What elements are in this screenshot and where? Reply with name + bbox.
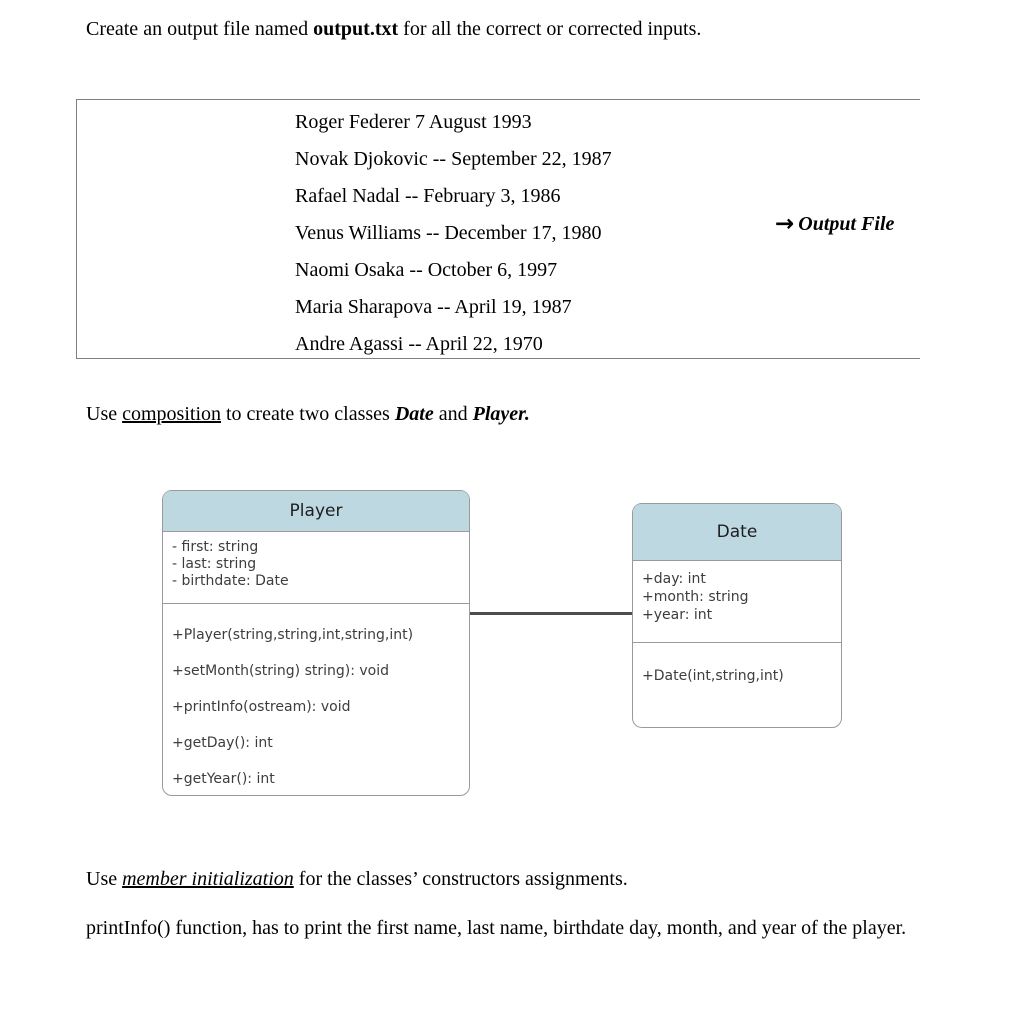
input-line: Novak Djokovic -- September 22, 1987: [295, 148, 612, 170]
input-line: Andre Agassi -- April 22, 1970: [295, 333, 543, 355]
player-class-title: Player: [163, 491, 469, 532]
output-filename: output.txt: [313, 18, 399, 40]
member-init-emphasis: member initialization: [122, 868, 294, 890]
uml-class-date: Date +day: int +month: string +year: int…: [632, 503, 842, 728]
intro-paragraph: Create an output file named output.txt f…: [86, 16, 701, 42]
composition-instruction: Use composition to create two classes Da…: [86, 401, 530, 427]
uml-attribute: - last: string: [172, 556, 257, 572]
uml-attribute: +day: int: [642, 571, 706, 587]
association-line: [469, 612, 633, 615]
uml-class-player: Player - first: string - last: string - …: [162, 490, 470, 796]
player-methods: +Player(string,string,int,string,int) +s…: [163, 604, 469, 797]
date-attributes: +day: int +month: string +year: int: [633, 561, 841, 643]
uml-method: +printInfo(ostream): void: [172, 699, 351, 715]
printinfo-paragraph: printInfo() function, has to print the f…: [86, 917, 907, 939]
uml-method: +getYear(): int: [172, 771, 275, 787]
intro-text-post: for all the correct or corrected inputs.: [398, 18, 702, 40]
class-name-date: Date: [394, 403, 434, 425]
arrow-right-icon: →: [775, 211, 795, 237]
output-file-annotation: →Output File: [775, 211, 894, 237]
composition-and: and: [433, 403, 473, 425]
input-line: Maria Sharapova -- April 19, 1987: [295, 296, 572, 318]
uml-method: +Date(int,string,int): [642, 668, 784, 684]
output-file-label: Output File: [798, 213, 895, 235]
uml-attribute: +month: string: [642, 589, 749, 605]
input-line: Naomi Osaka -- October 6, 1997: [295, 259, 558, 281]
member-init-instruction: Use member initialization for the classe…: [86, 866, 628, 892]
intro-text-pre: Create an output file named: [86, 18, 314, 40]
member-init-post: for the classes’ constructors assignment…: [293, 868, 628, 890]
uml-attribute: - first: string: [172, 539, 259, 555]
input-line: Venus Williams -- December 17, 1980: [295, 222, 602, 244]
uml-method: +setMonth(string) string): void: [172, 663, 390, 679]
uml-attribute: - birthdate: Date: [172, 573, 289, 589]
composition-underlined: composition: [122, 403, 221, 425]
uml-attribute: +year: int: [642, 607, 713, 623]
uml-method: +Player(string,string,int,string,int): [172, 627, 414, 643]
date-class-title: Date: [633, 504, 841, 561]
input-list-box: Roger Federer 7 August 1993 Novak Djokov…: [76, 99, 920, 359]
composition-mid: to create two classes: [221, 403, 395, 425]
input-lines: Roger Federer 7 August 1993 Novak Djokov…: [295, 104, 612, 363]
input-line: Rafael Nadal -- February 3, 1986: [295, 185, 561, 207]
input-line: Roger Federer 7 August 1993: [295, 111, 532, 133]
uml-method: +getDay(): int: [172, 735, 273, 751]
member-init-pre: Use: [86, 868, 123, 890]
player-attributes: - first: string - last: string - birthda…: [163, 532, 469, 604]
class-name-player: Player.: [472, 403, 530, 425]
composition-pre: Use: [86, 403, 123, 425]
date-methods: +Date(int,string,int): [633, 643, 841, 685]
